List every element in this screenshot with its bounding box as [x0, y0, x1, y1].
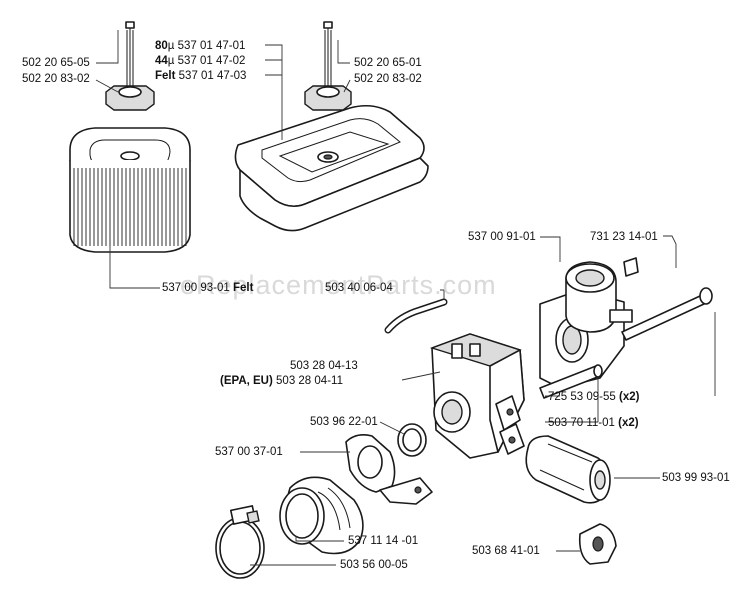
label-prefix-felt: Felt — [155, 70, 176, 82]
label-537-00-91-01: 537 00 91-01 — [468, 231, 536, 243]
label-537-01-47-01: 80µ 537 01 47-01 — [155, 40, 245, 53]
label-suffix-felt: Felt — [233, 282, 254, 294]
label-537-01-47-02: 44µ 537 01 47-02 — [155, 55, 245, 68]
label-prefix-epa-eu: (EPA, EU) — [220, 375, 273, 387]
intake-boot — [279, 476, 364, 555]
label-part-number: 725 53 09-55 — [548, 391, 616, 403]
label-725-53-09-55: 725 53 09-55 (x2) — [548, 391, 639, 404]
label-prefix-44: 44 — [155, 55, 168, 67]
label-part-number: 537 01 47-01 — [177, 40, 246, 52]
label-suffix-x2: (x2) — [618, 417, 639, 429]
label-537-00-93-01: 537 00 93-01 Felt — [162, 282, 253, 295]
label-503-70-11-01: 503 70 11-01 (x2) — [548, 417, 639, 430]
ring-seal — [397, 423, 427, 457]
label-part-number: 503 70 11-01 — [548, 417, 615, 429]
label-537-11-14-01: 537 11 14 -01 — [348, 535, 419, 547]
label-unit-micron: µ — [167, 40, 175, 52]
label-503-40-06-04: 503 40 06-04 — [325, 282, 393, 294]
label-part-number: 537 01 47-03 — [178, 70, 247, 82]
fuel-tube — [384, 298, 448, 334]
label-503-99-93-01: 503 99 93-01 — [662, 472, 730, 484]
label-503-56-00-05: 503 56 00-05 — [340, 559, 408, 571]
air-filter-right — [234, 21, 429, 232]
hose-clamp — [215, 505, 265, 579]
label-503-68-41-01: 503 68 41-01 — [472, 545, 540, 557]
label-503-28-04-11: (EPA, EU) 503 28 04-11 — [220, 375, 343, 388]
label-502-20-65-01: 502 20 65-01 — [354, 57, 422, 69]
label-537-01-47-03: Felt 537 01 47-03 — [155, 70, 246, 83]
label-503-96-22-01: 503 96 22-01 — [310, 416, 378, 428]
carburetor — [429, 333, 525, 459]
label-731-23-14-01: 731 23 14-01 — [590, 231, 658, 243]
leader-lines — [95, 30, 716, 566]
label-part-number: 537 01 47-02 — [177, 55, 246, 67]
label-unit-micron: µ — [167, 55, 175, 67]
label-503-28-04-13: 503 28 04-13 — [290, 360, 358, 372]
throttle-housing — [539, 257, 713, 399]
label-502-20-83-02-right: 502 20 83-02 — [354, 73, 422, 85]
label-502-20-83-02-left: 502 20 83-02 — [22, 73, 90, 85]
label-prefix-80: 80 — [155, 40, 168, 52]
label-502-20-65-05: 502 20 65-05 — [22, 57, 90, 69]
primer-pump — [525, 435, 611, 504]
label-suffix-x2: (x2) — [619, 391, 640, 403]
clamp-bracket — [345, 434, 433, 505]
label-537-00-37-01: 537 00 37-01 — [215, 446, 283, 458]
watermark: eReplacementParts.com — [180, 270, 497, 300]
label-part-number: 537 00 93-01 — [162, 282, 230, 294]
grommet — [578, 523, 617, 565]
label-part-number: 503 28 04-11 — [276, 375, 343, 387]
